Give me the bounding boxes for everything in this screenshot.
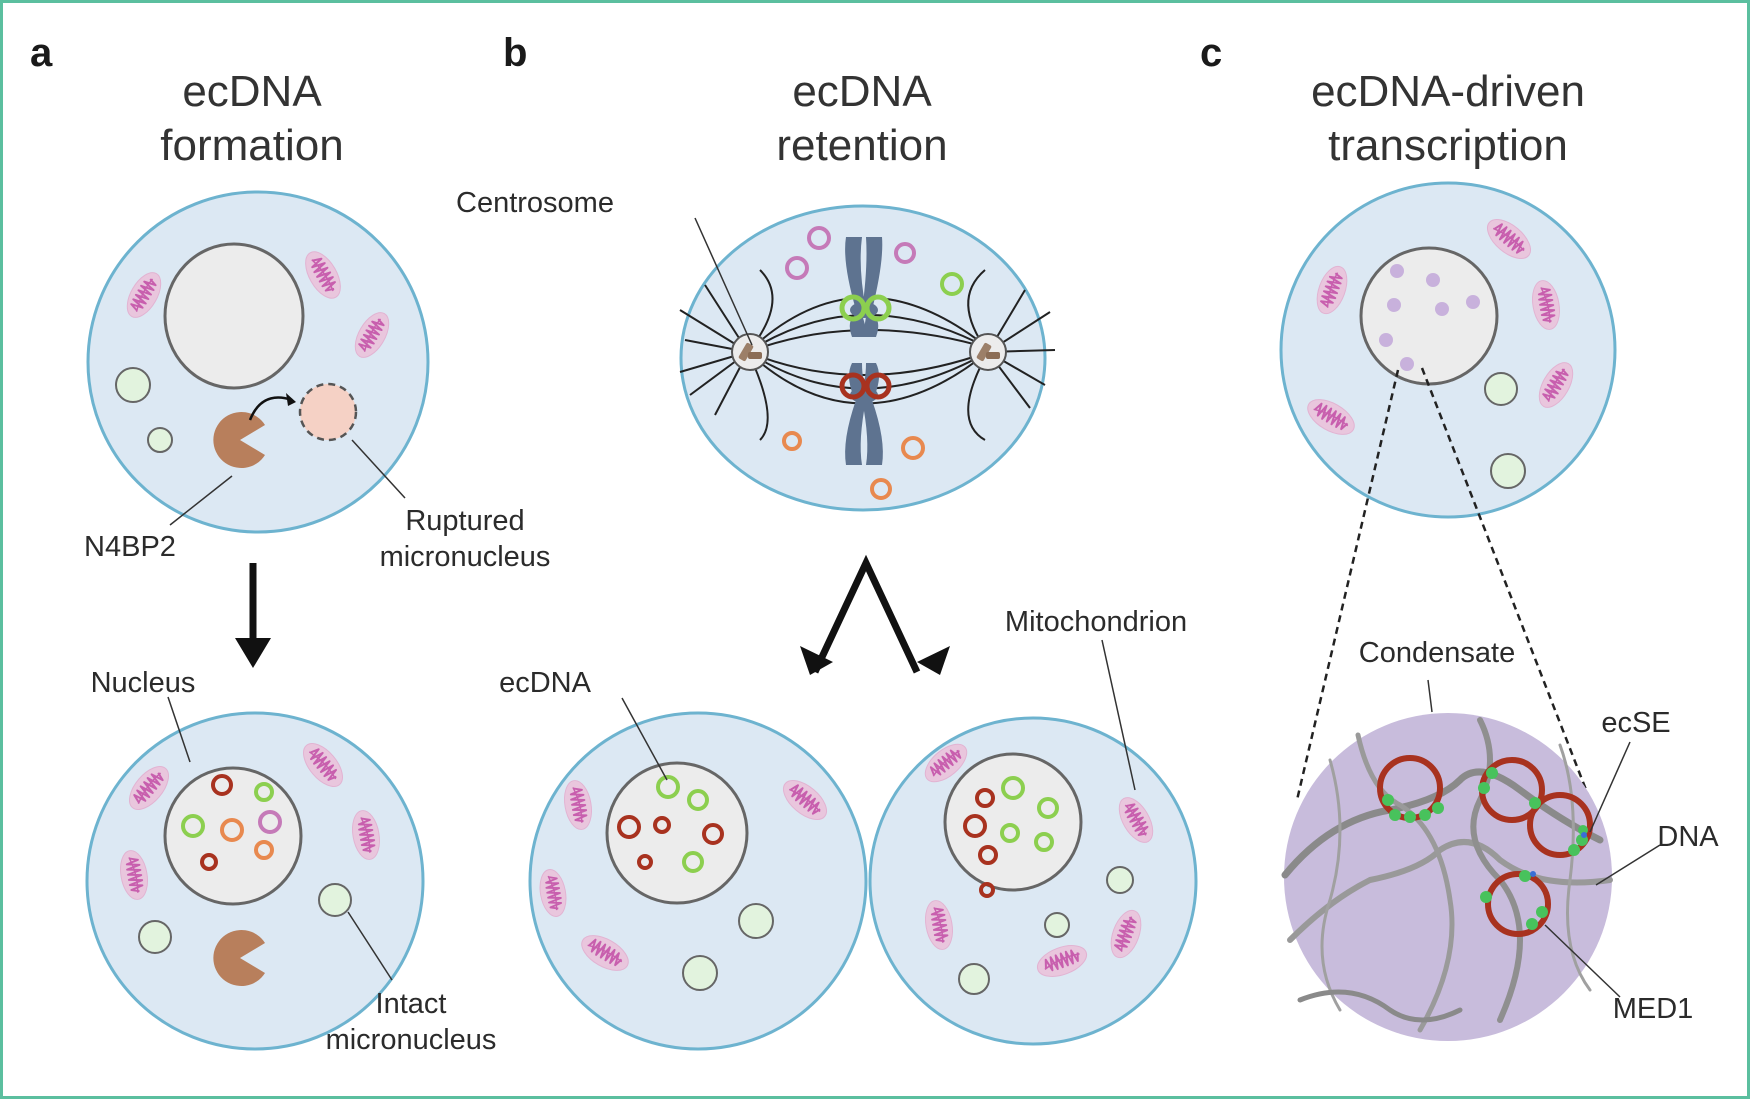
n4bp2-pacman-icon [213, 412, 265, 469]
micronucleus-icon [1044, 912, 1070, 938]
micronucleus-icon [738, 903, 774, 939]
panel-a-title-line1: ecDNA [182, 67, 322, 116]
zoom-line-right [1420, 367, 1592, 801]
micronucleus-icon [1106, 866, 1134, 894]
cell-before-formation [86, 190, 430, 534]
panel-a: a ecDNA formation N4BP2 Ruptured micronu… [30, 31, 550, 1056]
panel-c: c ecDNA-driven transcription [1200, 31, 1719, 1041]
condensate-zoom [1281, 713, 1613, 1041]
split-arrows [800, 554, 950, 675]
label-centrosome: Centrosome [456, 187, 614, 219]
n4bp2-pacman-icon [213, 930, 265, 986]
zoom-line-left [1295, 369, 1400, 801]
panel-b: b ecDNA retention [456, 31, 1198, 1051]
panel-c-title-line2: transcription [1328, 121, 1568, 170]
label-ruptured-line2: micronucleus [380, 541, 551, 573]
panel-b-letter: b [503, 31, 527, 75]
micronucleus-icon [138, 920, 172, 954]
panel-a-title-line2: formation [160, 121, 343, 170]
panel-b-title-line2: retention [776, 121, 947, 170]
cell-with-condensates [1279, 181, 1617, 519]
label-condensate: Condensate [1359, 637, 1515, 669]
label-nucleus: Nucleus [91, 667, 196, 699]
dividing-cell [679, 204, 1056, 512]
label-med1: MED1 [1613, 993, 1694, 1025]
nucleus-large [163, 242, 305, 390]
micronucleus-icon [115, 367, 151, 403]
panel-c-letter: c [1200, 31, 1222, 75]
label-ecdna: ecDNA [499, 667, 592, 699]
ruptured-micronucleus-icon [298, 382, 358, 442]
micronucleus-icon [958, 963, 990, 995]
label-mitochondrion: Mitochondrion [1005, 606, 1187, 638]
panel-a-letter: a [30, 31, 53, 75]
label-ruptured-line1: Ruptured [405, 505, 524, 537]
med1-dots [1382, 767, 1588, 930]
micronucleus-icon [682, 955, 718, 991]
daughter-cell-right [868, 716, 1198, 1046]
label-intact-line2: micronucleus [326, 1024, 497, 1056]
label-ecse: ecSE [1601, 707, 1670, 739]
daughter-cell-left [528, 711, 868, 1051]
cell-after-formation [85, 711, 425, 1051]
label-n4bp2: N4BP2 [84, 531, 176, 563]
micronucleus-icon [147, 427, 173, 453]
label-intact-line1: Intact [376, 988, 447, 1020]
panel-c-title-line1: ecDNA-driven [1311, 67, 1585, 116]
label-dna: DNA [1657, 821, 1719, 853]
micronucleus-icon [1484, 372, 1518, 406]
nucleus [1359, 246, 1499, 386]
intact-micronucleus-icon [318, 883, 352, 917]
panel-b-title-line1: ecDNA [792, 67, 932, 116]
nucleus [163, 766, 303, 906]
micronucleus-icon [1490, 453, 1526, 489]
